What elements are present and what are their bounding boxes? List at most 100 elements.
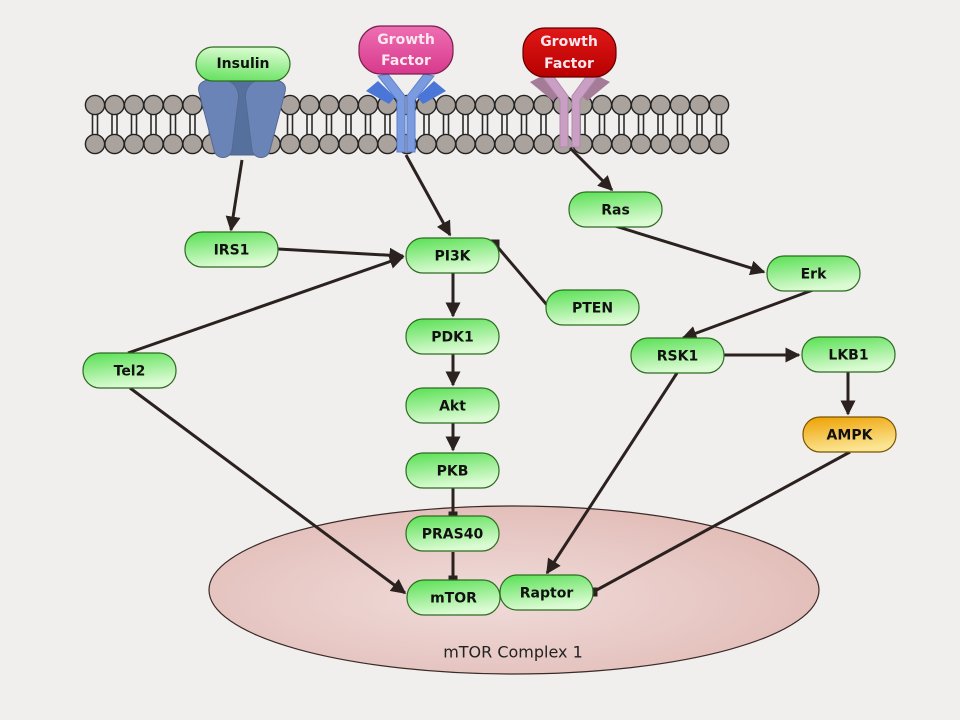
- lipid-head: [689, 94, 710, 116]
- node-lkb1[interactable]: LKB1: [801, 336, 896, 373]
- node-label: Ras: [601, 203, 630, 219]
- node-tel2[interactable]: Tel2: [82, 352, 177, 389]
- edge-pten-to-pi3k: [490, 239, 549, 306]
- node-label: PKB: [437, 464, 469, 480]
- lipid-head: [338, 133, 359, 155]
- lipid-tails: [696, 114, 703, 135]
- lipid-head: [338, 94, 359, 116]
- lipid-tails: [111, 114, 118, 135]
- node-ampk[interactable]: AMPK: [802, 416, 897, 453]
- edge-insulin-receptor-to-irs1: [225, 159, 244, 232]
- activation-line: [404, 154, 452, 237]
- lipid-tails: [618, 114, 625, 135]
- edge-rsk1-to-raptor: [545, 372, 679, 575]
- node-pkb[interactable]: PKB: [405, 452, 500, 489]
- edge-ras-to-erk: [614, 224, 766, 276]
- lipid-head: [318, 94, 340, 116]
- lipid-tails: [325, 114, 333, 135]
- lipid-head: [182, 94, 203, 116]
- lipid-head: [669, 94, 691, 116]
- edge-tel2-to-pi3k: [127, 254, 405, 355]
- lipid-tails: [91, 114, 99, 135]
- node-label: Akt: [439, 399, 466, 415]
- lipid-head: [533, 133, 554, 155]
- node-raptor[interactable]: Raptor: [499, 574, 594, 611]
- growth-factor-ligand-1[interactable]: Growth Factor: [358, 25, 454, 75]
- lipid-head: [630, 133, 652, 155]
- node-pi3k[interactable]: PI3K: [405, 237, 500, 274]
- edge-irs1-to-pi3k: [277, 247, 405, 263]
- growth-factor-ligand-2[interactable]: Growth Factor: [522, 27, 617, 78]
- lipid-head: [494, 133, 515, 155]
- edge-gf1-receptor-to-pi3k: [404, 154, 452, 237]
- lipid-tails: [676, 114, 684, 135]
- node-label: Erk: [801, 267, 827, 283]
- lipid-tails: [442, 114, 450, 135]
- node-label: PDK1: [431, 330, 473, 346]
- lipid-head: [84, 133, 106, 155]
- lipid-tails: [169, 114, 177, 135]
- node-mtor[interactable]: mTOR: [406, 579, 501, 616]
- growth-factor-2-line-2: Factor: [544, 56, 594, 72]
- activation-line: [681, 288, 814, 341]
- lipid-head: [143, 133, 164, 155]
- lipid-head: [689, 133, 710, 155]
- lipid-head: [182, 133, 203, 155]
- lipid-head: [104, 94, 125, 116]
- lipid-head: [650, 133, 671, 155]
- lipid-tails: [345, 114, 352, 135]
- growth-factor-1-line-2: Factor: [381, 53, 431, 69]
- lipid-tails: [637, 114, 645, 135]
- lipid-head: [435, 133, 457, 155]
- node-erk[interactable]: Erk: [766, 255, 861, 292]
- node-label: mTOR: [430, 591, 477, 607]
- lipid-tails: [286, 114, 294, 135]
- node-irs1[interactable]: IRS1: [184, 231, 279, 268]
- node-pras40[interactable]: PRAS40: [405, 515, 500, 552]
- insulin-label: Insulin: [216, 56, 269, 72]
- lipid-head: [318, 133, 340, 155]
- lipid-head: [435, 94, 457, 116]
- node-label: RSK1: [657, 349, 698, 365]
- lipid-head: [357, 133, 379, 155]
- node-pten[interactable]: PTEN: [545, 289, 640, 326]
- lipid-head: [474, 94, 496, 116]
- lipid-head: [299, 133, 320, 155]
- edge-erk-to-rsk1: [681, 288, 814, 341]
- lipid-tails: [150, 114, 157, 135]
- lipid-head: [104, 133, 125, 155]
- activation-line: [545, 372, 679, 575]
- lipid-tails: [715, 114, 723, 135]
- insulin-ligand[interactable]: Insulin: [195, 46, 291, 82]
- lipid-tails: [520, 114, 528, 135]
- lipid-tails: [384, 114, 391, 135]
- lipid-head: [299, 94, 320, 116]
- lipid-head: [669, 133, 691, 155]
- node-akt[interactable]: Akt: [405, 387, 500, 424]
- lipid-tails: [501, 114, 508, 135]
- lipid-tails: [598, 114, 606, 135]
- lipid-head: [513, 133, 535, 155]
- inhibition-line: [493, 243, 549, 306]
- node-rsk1[interactable]: RSK1: [630, 337, 725, 374]
- lipid-head: [416, 133, 437, 155]
- lipid-head: [377, 133, 398, 155]
- growth-factor-2-line-1: Growth: [540, 34, 598, 50]
- lipid-head: [143, 94, 164, 116]
- lipid-head: [708, 94, 730, 116]
- lipid-head: [611, 133, 632, 155]
- node-pdk1[interactable]: PDK1: [405, 318, 500, 355]
- lipid-head: [591, 133, 613, 155]
- lipid-head: [591, 94, 613, 116]
- lipid-head: [84, 94, 106, 116]
- lipid-head: [123, 133, 145, 155]
- lipid-head: [455, 133, 476, 155]
- lipid-tails: [130, 114, 138, 135]
- node-label: Raptor: [520, 586, 574, 602]
- lipid-tails: [306, 114, 313, 135]
- lipid-tails: [657, 114, 664, 135]
- lipid-head: [162, 133, 184, 155]
- node-label: Tel2: [114, 364, 146, 380]
- node-ras[interactable]: Ras: [568, 191, 663, 228]
